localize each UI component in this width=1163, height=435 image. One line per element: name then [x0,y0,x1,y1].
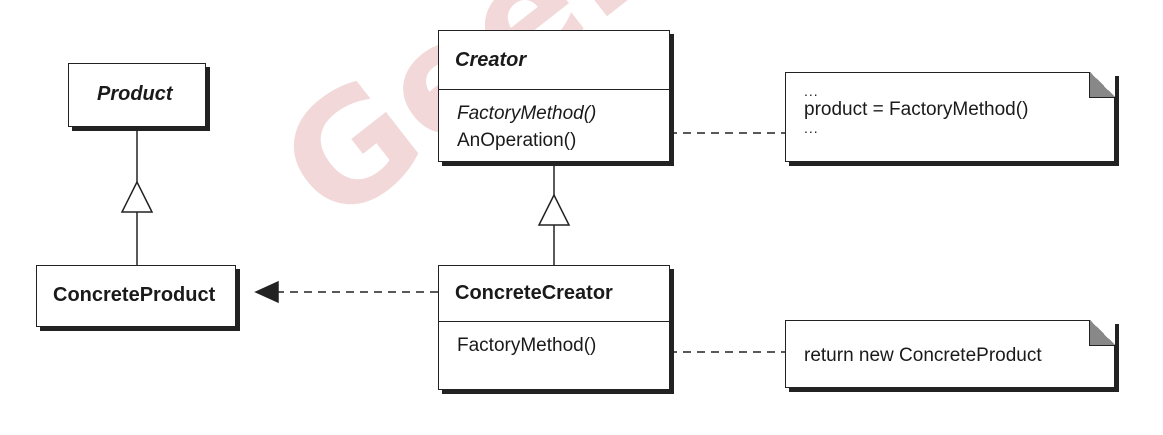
creator-class: Creator FactoryMethod() AnOperation() [438,30,670,162]
concrete-creator-operations: FactoryMethod() [439,321,669,359]
concrete-creator-factory-method-operation: FactoryMethod() [457,335,597,356]
note-ellipsis-bottom: ... [804,120,819,136]
note-return-statement: return new ConcreteProduct [804,345,1042,366]
product-generalization-arrowhead [120,180,154,213]
product-class-name: Product [97,83,173,105]
creator-class-name: Creator [455,48,527,71]
note-dogear-icon [1089,72,1115,98]
creator-factory-method-operation: FactoryMethod() [457,103,597,124]
creator-operations: FactoryMethod() AnOperation() [439,89,669,154]
creates-dependency-arrowhead [254,280,279,304]
concrete-creator-implementation-note: return new ConcreteProduct [785,320,1115,388]
note-ellipsis-top: ... [804,83,819,99]
creator-implementation-note: ... product = FactoryMethod() ... [785,72,1115,162]
creator-an-operation: AnOperation() [457,130,577,151]
concrete-product-class: ConcreteProduct [36,265,236,327]
note-dogear-icon [1089,320,1115,346]
note-product-assignment: product = FactoryMethod() [804,99,1029,120]
concrete-product-class-name: ConcreteProduct [53,284,216,306]
creator-generalization-arrowhead [537,193,571,226]
concrete-creator-class-name: ConcreteCreator [455,282,613,304]
product-class: Product [68,63,206,127]
concrete-creator-class: ConcreteCreator FactoryMethod() [438,265,670,390]
